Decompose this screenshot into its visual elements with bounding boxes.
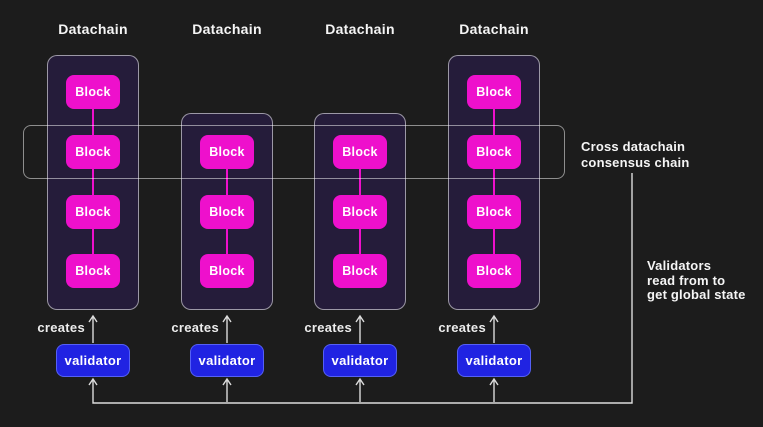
read-arrow-4 bbox=[489, 377, 499, 402]
consensus-chain-label-line2: consensus chain bbox=[581, 155, 690, 170]
validators-note-line3: get global state bbox=[647, 287, 746, 302]
validator-node-4: validator bbox=[457, 344, 531, 377]
block: Block bbox=[467, 254, 521, 288]
datachain-title-2: Datachain bbox=[192, 21, 262, 37]
validators-note: Validators read from to get global state bbox=[647, 258, 746, 303]
block: Block bbox=[333, 195, 387, 229]
block: Block bbox=[200, 195, 254, 229]
datachain-title-3: Datachain bbox=[325, 21, 395, 37]
creates-arrow-2 bbox=[222, 314, 232, 343]
validators-note-line2: read from to bbox=[647, 272, 726, 288]
validator-node-1: validator bbox=[56, 344, 130, 377]
block-chain-connector-4 bbox=[493, 92, 495, 271]
block: Block bbox=[66, 135, 120, 169]
block: Block bbox=[66, 254, 120, 288]
datachain-title-1: Datachain bbox=[58, 21, 128, 37]
creates-label-4: creates bbox=[438, 320, 486, 335]
read-arrow-3 bbox=[355, 377, 365, 402]
block: Block bbox=[467, 75, 521, 109]
validator-node-2: validator bbox=[190, 344, 264, 377]
creates-label-1: creates bbox=[37, 320, 85, 335]
creates-arrow-1 bbox=[88, 314, 98, 343]
creates-arrow-4 bbox=[489, 314, 499, 343]
block: Block bbox=[333, 135, 387, 169]
validators-note-line1: Validators bbox=[647, 258, 712, 273]
datachain-title-4: Datachain bbox=[459, 21, 529, 37]
consensus-chain-label: Cross datachain consensus chain bbox=[581, 139, 689, 171]
block: Block bbox=[333, 254, 387, 288]
consensus-chain-label-line1: Cross datachain bbox=[581, 139, 686, 154]
creates-label-3: creates bbox=[304, 320, 352, 335]
block: Block bbox=[66, 75, 120, 109]
block: Block bbox=[200, 254, 254, 288]
creates-label-2: creates bbox=[171, 320, 219, 335]
creates-arrow-3 bbox=[355, 314, 365, 343]
block: Block bbox=[467, 135, 521, 169]
validator-node-3: validator bbox=[323, 344, 397, 377]
block-chain-connector-1 bbox=[92, 92, 94, 271]
block: Block bbox=[200, 135, 254, 169]
block: Block bbox=[66, 195, 120, 229]
block: Block bbox=[467, 195, 521, 229]
read-arrow-2 bbox=[222, 377, 232, 402]
